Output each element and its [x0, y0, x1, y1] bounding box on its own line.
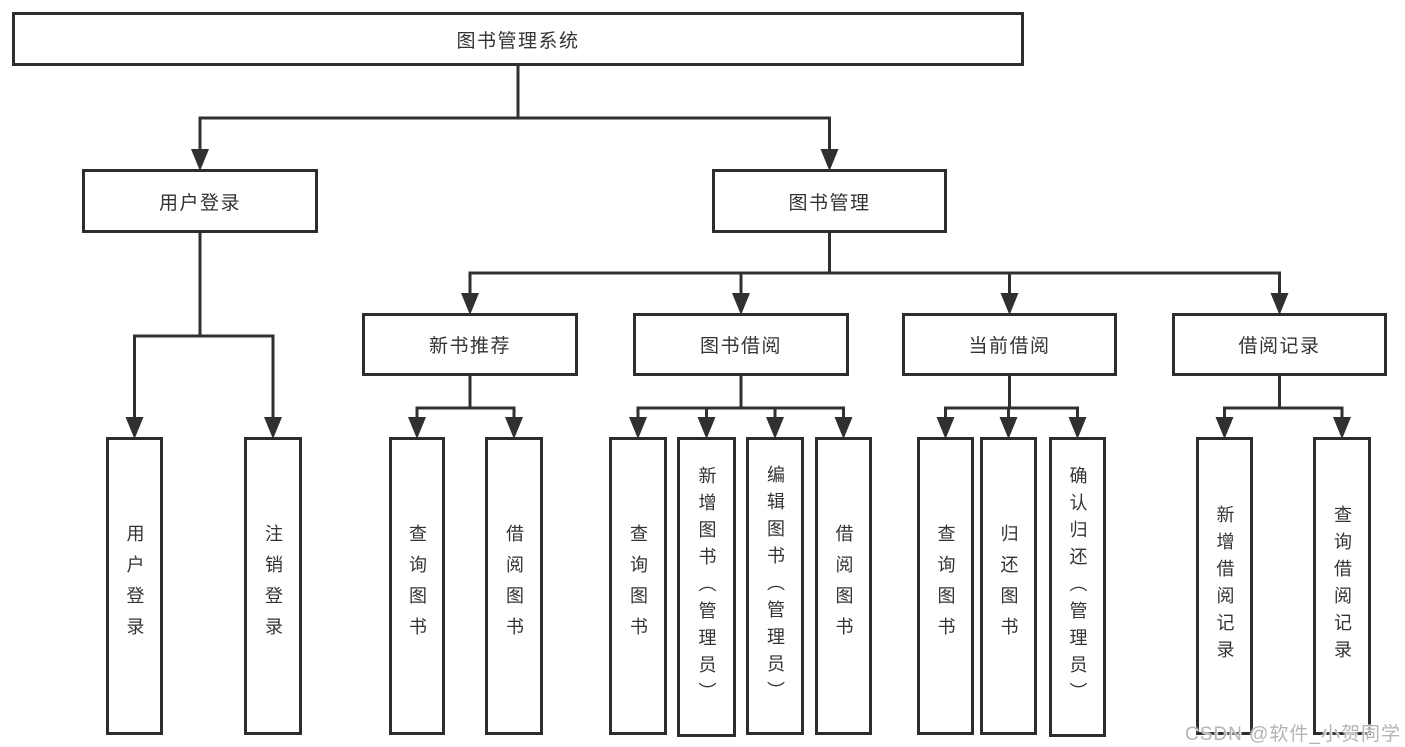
node-label: 查询图书 [407, 524, 427, 648]
arrowhead [697, 417, 716, 439]
node-label: 当前借阅 [968, 336, 1051, 357]
node-book-borrow: 图书借阅 [633, 313, 849, 376]
node-leaf-borrow-book-1: 借阅图书 [485, 437, 543, 735]
node-leaf-user-login: 用户登录 [106, 437, 163, 735]
node-leaf-logout: 注销登录 [244, 437, 302, 735]
node-label: 新书推荐 [428, 336, 511, 357]
node-label: 新增图书（管理员） [696, 465, 717, 709]
arrowhead [125, 417, 144, 439]
arrowhead [191, 149, 209, 171]
arrowhead [834, 417, 853, 439]
node-leaf-edit-book: 编辑图书（管理员） [746, 437, 804, 735]
arrowhead [732, 293, 750, 315]
arrowhead [264, 417, 282, 439]
node-label: 用户登录 [124, 524, 145, 648]
node-label: 图书管理 [788, 192, 871, 214]
node-current-borrow: 当前借阅 [902, 313, 1117, 376]
arrowhead [1068, 417, 1087, 439]
arrowhead [408, 417, 426, 439]
node-leaf-return-book: 归还图书 [980, 437, 1037, 735]
node-borrow-record: 借阅记录 [1172, 313, 1387, 376]
arrowhead [1270, 293, 1289, 315]
arrowhead [1000, 293, 1019, 315]
node-user-login: 用户登录 [82, 169, 318, 233]
node-leaf-query-book-3: 查询图书 [917, 437, 974, 735]
node-label: 注销登录 [263, 524, 283, 648]
node-label: 借阅图书 [504, 524, 524, 648]
arrowhead [1333, 417, 1351, 439]
arrowhead [629, 417, 647, 439]
node-leaf-borrow-book-2: 借阅图书 [815, 437, 872, 735]
node-leaf-confirm-return: 确认归还（管理员） [1049, 437, 1106, 737]
node-label: 编辑图书（管理员） [765, 464, 785, 708]
arrowhead [1215, 417, 1234, 439]
node-label: 图书管理系统 [456, 30, 580, 52]
node-leaf-query-book-2: 查询图书 [609, 437, 667, 735]
arrowhead [461, 293, 479, 315]
node-leaf-add-book: 新增图书（管理员） [677, 437, 736, 737]
node-new-book-rec: 新书推荐 [362, 313, 578, 376]
arrowhead [999, 417, 1018, 439]
arrowhead [936, 417, 955, 439]
node-label: 借阅图书 [833, 524, 854, 648]
arrowhead [820, 149, 839, 171]
node-label: 新增借阅记录 [1214, 505, 1235, 667]
node-label: 确认归还（管理员） [1067, 465, 1088, 709]
node-label: 查询图书 [628, 524, 648, 648]
node-leaf-add-record: 新增借阅记录 [1196, 437, 1253, 735]
arrowhead [505, 417, 523, 439]
node-label: 借阅记录 [1238, 336, 1321, 357]
node-book-mgmt: 图书管理 [712, 169, 947, 233]
node-leaf-query-record: 查询借阅记录 [1313, 437, 1371, 735]
node-label: 查询图书 [935, 524, 956, 648]
node-label: 归还图书 [998, 524, 1019, 648]
node-leaf-query-book-1: 查询图书 [389, 437, 445, 735]
node-label: 查询借阅记录 [1332, 505, 1352, 667]
watermark: CSDN @软件_小贺同学 [1185, 724, 1401, 745]
node-label: 图书借阅 [699, 336, 782, 357]
node-root: 图书管理系统 [12, 12, 1024, 66]
arrowhead [766, 417, 784, 439]
node-label: 用户登录 [158, 192, 241, 214]
